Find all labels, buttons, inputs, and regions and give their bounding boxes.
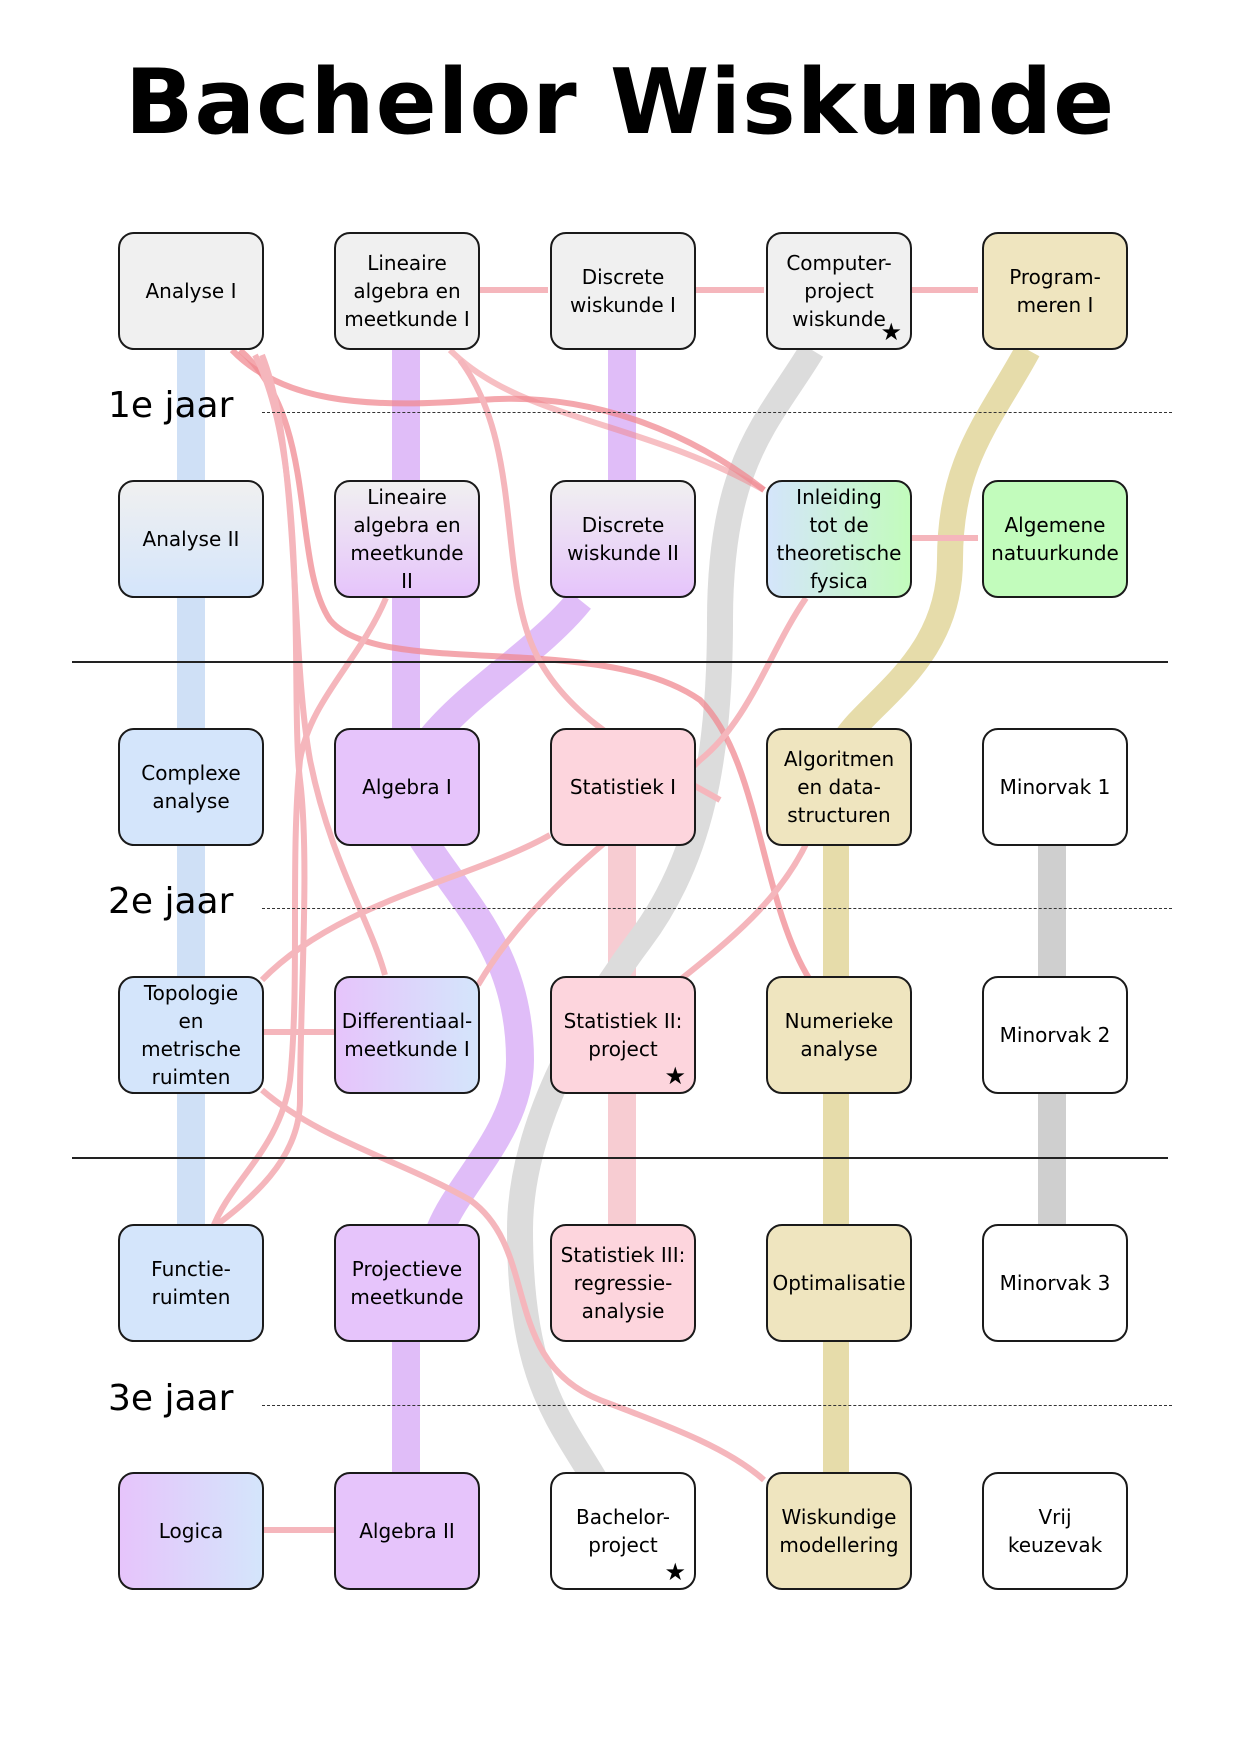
course-node-minor2: Minorvak 2 <box>982 976 1128 1094</box>
link-algoritmen-stat2 <box>678 838 811 983</box>
course-node-theofys: Inleiding tot de theoretische fysica <box>766 480 912 598</box>
year-label-3: 3e jaar <box>108 1378 234 1419</box>
course-label: Program- meren I <box>1009 265 1101 317</box>
course-node-compproj: Computer- project wiskunde★ <box>766 232 912 350</box>
course-label: Inleiding tot de theoretische fysica <box>776 485 902 593</box>
course-node-optimalisatie: Optimalisatie <box>766 1224 912 1342</box>
link-topologie-modellering <box>260 1087 766 1483</box>
course-node-stat3: Statistiek III: regressie- analysie <box>550 1224 696 1342</box>
course-label: Algebra II <box>359 1519 455 1543</box>
course-node-stat1: Statistiek I <box>550 728 696 846</box>
course-node-vrij: Vrij keuzevak <box>982 1472 1128 1590</box>
course-node-algebra2: Algebra II <box>334 1472 480 1590</box>
star-icon: ★ <box>664 1062 686 1090</box>
course-label: Analyse I <box>145 279 237 303</box>
course-label: Wiskundige modellering <box>779 1505 899 1557</box>
link-row1-horizontal <box>262 287 978 1533</box>
course-node-diffmeet: Differentiaal- meetkunde I <box>334 976 480 1094</box>
course-label: Vrij keuzevak <box>1007 1505 1103 1557</box>
course-node-logica: Logica <box>118 1472 264 1590</box>
course-node-functie: Functie- ruimten <box>118 1224 264 1342</box>
star-icon: ★ <box>664 1558 686 1586</box>
course-node-complex: Complexe analyse <box>118 728 264 846</box>
link-analyse1-theofys <box>229 347 766 493</box>
link-analyse1-numeriek <box>238 347 813 982</box>
course-label: Optimalisatie <box>772 1271 906 1295</box>
course-label: Statistiek II: project <box>563 1009 683 1061</box>
course-node-projectief: Projectieve meetkunde <box>334 1224 480 1342</box>
course-label: Projectieve meetkunde <box>350 1257 464 1309</box>
track-computing <box>506 343 824 1487</box>
course-label: Minorvak 3 <box>999 1271 1111 1295</box>
year-label-1: 1e jaar <box>108 385 234 426</box>
course-label: Minorvak 1 <box>999 775 1111 799</box>
course-label: Discrete wiskunde I <box>570 265 676 317</box>
course-node-natuurk: Algemene natuurkunde <box>982 480 1128 598</box>
course-label: Lineaire algebra en meetkunde II <box>350 485 464 593</box>
course-label: Numerieke analyse <box>784 1009 894 1061</box>
course-node-bachproj: Bachelor- project★ <box>550 1472 696 1590</box>
course-label: Logica <box>158 1519 224 1543</box>
course-node-minor3: Minorvak 3 <box>982 1224 1128 1342</box>
course-node-numeriek: Numerieke analyse <box>766 976 912 1094</box>
year-separator-2 <box>72 1157 1168 1159</box>
link-linalg2-functie <box>209 596 389 1232</box>
page-title: Bachelor Wiskunde <box>124 50 1116 155</box>
course-label: Bachelor- project <box>576 1505 670 1557</box>
course-node-prog1: Program- meren I <box>982 232 1128 350</box>
course-label: Topologie en metrische ruimten <box>141 981 241 1089</box>
course-node-modellering: Wiskundige modellering <box>766 1472 912 1590</box>
course-label: Algoritmen en data- structuren <box>783 747 895 827</box>
course-node-stat2: Statistiek II: project★ <box>550 976 696 1094</box>
link-linalg1-theofys <box>447 347 766 493</box>
course-node-minor1: Minorvak 1 <box>982 728 1128 846</box>
course-label: Statistiek I <box>569 775 677 799</box>
course-label: Complexe analyse <box>141 761 241 813</box>
track-algebra-2 <box>392 591 591 1480</box>
course-node-algoritmen: Algoritmen en data- structuren <box>766 728 912 846</box>
course-label: Algemene natuurkunde <box>991 513 1119 565</box>
course-label: Statistiek III: regressie- analysie <box>560 1243 686 1323</box>
course-label: Analyse II <box>142 527 240 551</box>
course-node-linalg1: Lineaire algebra en meetkunde I <box>334 232 480 350</box>
year-label-2: 2e jaar <box>108 881 234 922</box>
course-label: Lineaire algebra en meetkunde I <box>344 251 470 331</box>
course-node-algebra1: Algebra I <box>334 728 480 846</box>
course-label: Algebra I <box>362 775 452 799</box>
course-label: Minorvak 2 <box>999 1023 1111 1047</box>
year-divider-dashed-2 <box>262 908 1172 909</box>
course-label: Differentiaal- meetkunde I <box>341 1009 473 1061</box>
link-analyse-diffmeet <box>259 353 388 976</box>
link-stat1-topologie <box>259 832 552 983</box>
course-label: Computer- project wiskunde <box>786 251 892 331</box>
course-node-discreet1: Discrete wiskunde I <box>550 232 696 350</box>
course-node-analyse2: Analyse II <box>118 480 264 598</box>
course-node-analyse1: Analyse I <box>118 232 264 350</box>
star-icon: ★ <box>880 318 902 346</box>
year-separator-1 <box>72 661 1168 663</box>
year-divider-dashed-1 <box>262 412 1172 413</box>
year-divider-dashed-3 <box>262 1405 1172 1406</box>
course-label: Discrete wiskunde II <box>567 513 679 565</box>
course-node-linalg2: Lineaire algebra en meetkunde II <box>334 480 480 598</box>
track-khaki <box>823 343 1040 1480</box>
course-label: Functie- ruimten <box>151 1257 231 1309</box>
course-node-topologie: Topologie en metrische ruimten <box>118 976 264 1094</box>
course-node-discreet2: Discrete wiskunde II <box>550 480 696 598</box>
